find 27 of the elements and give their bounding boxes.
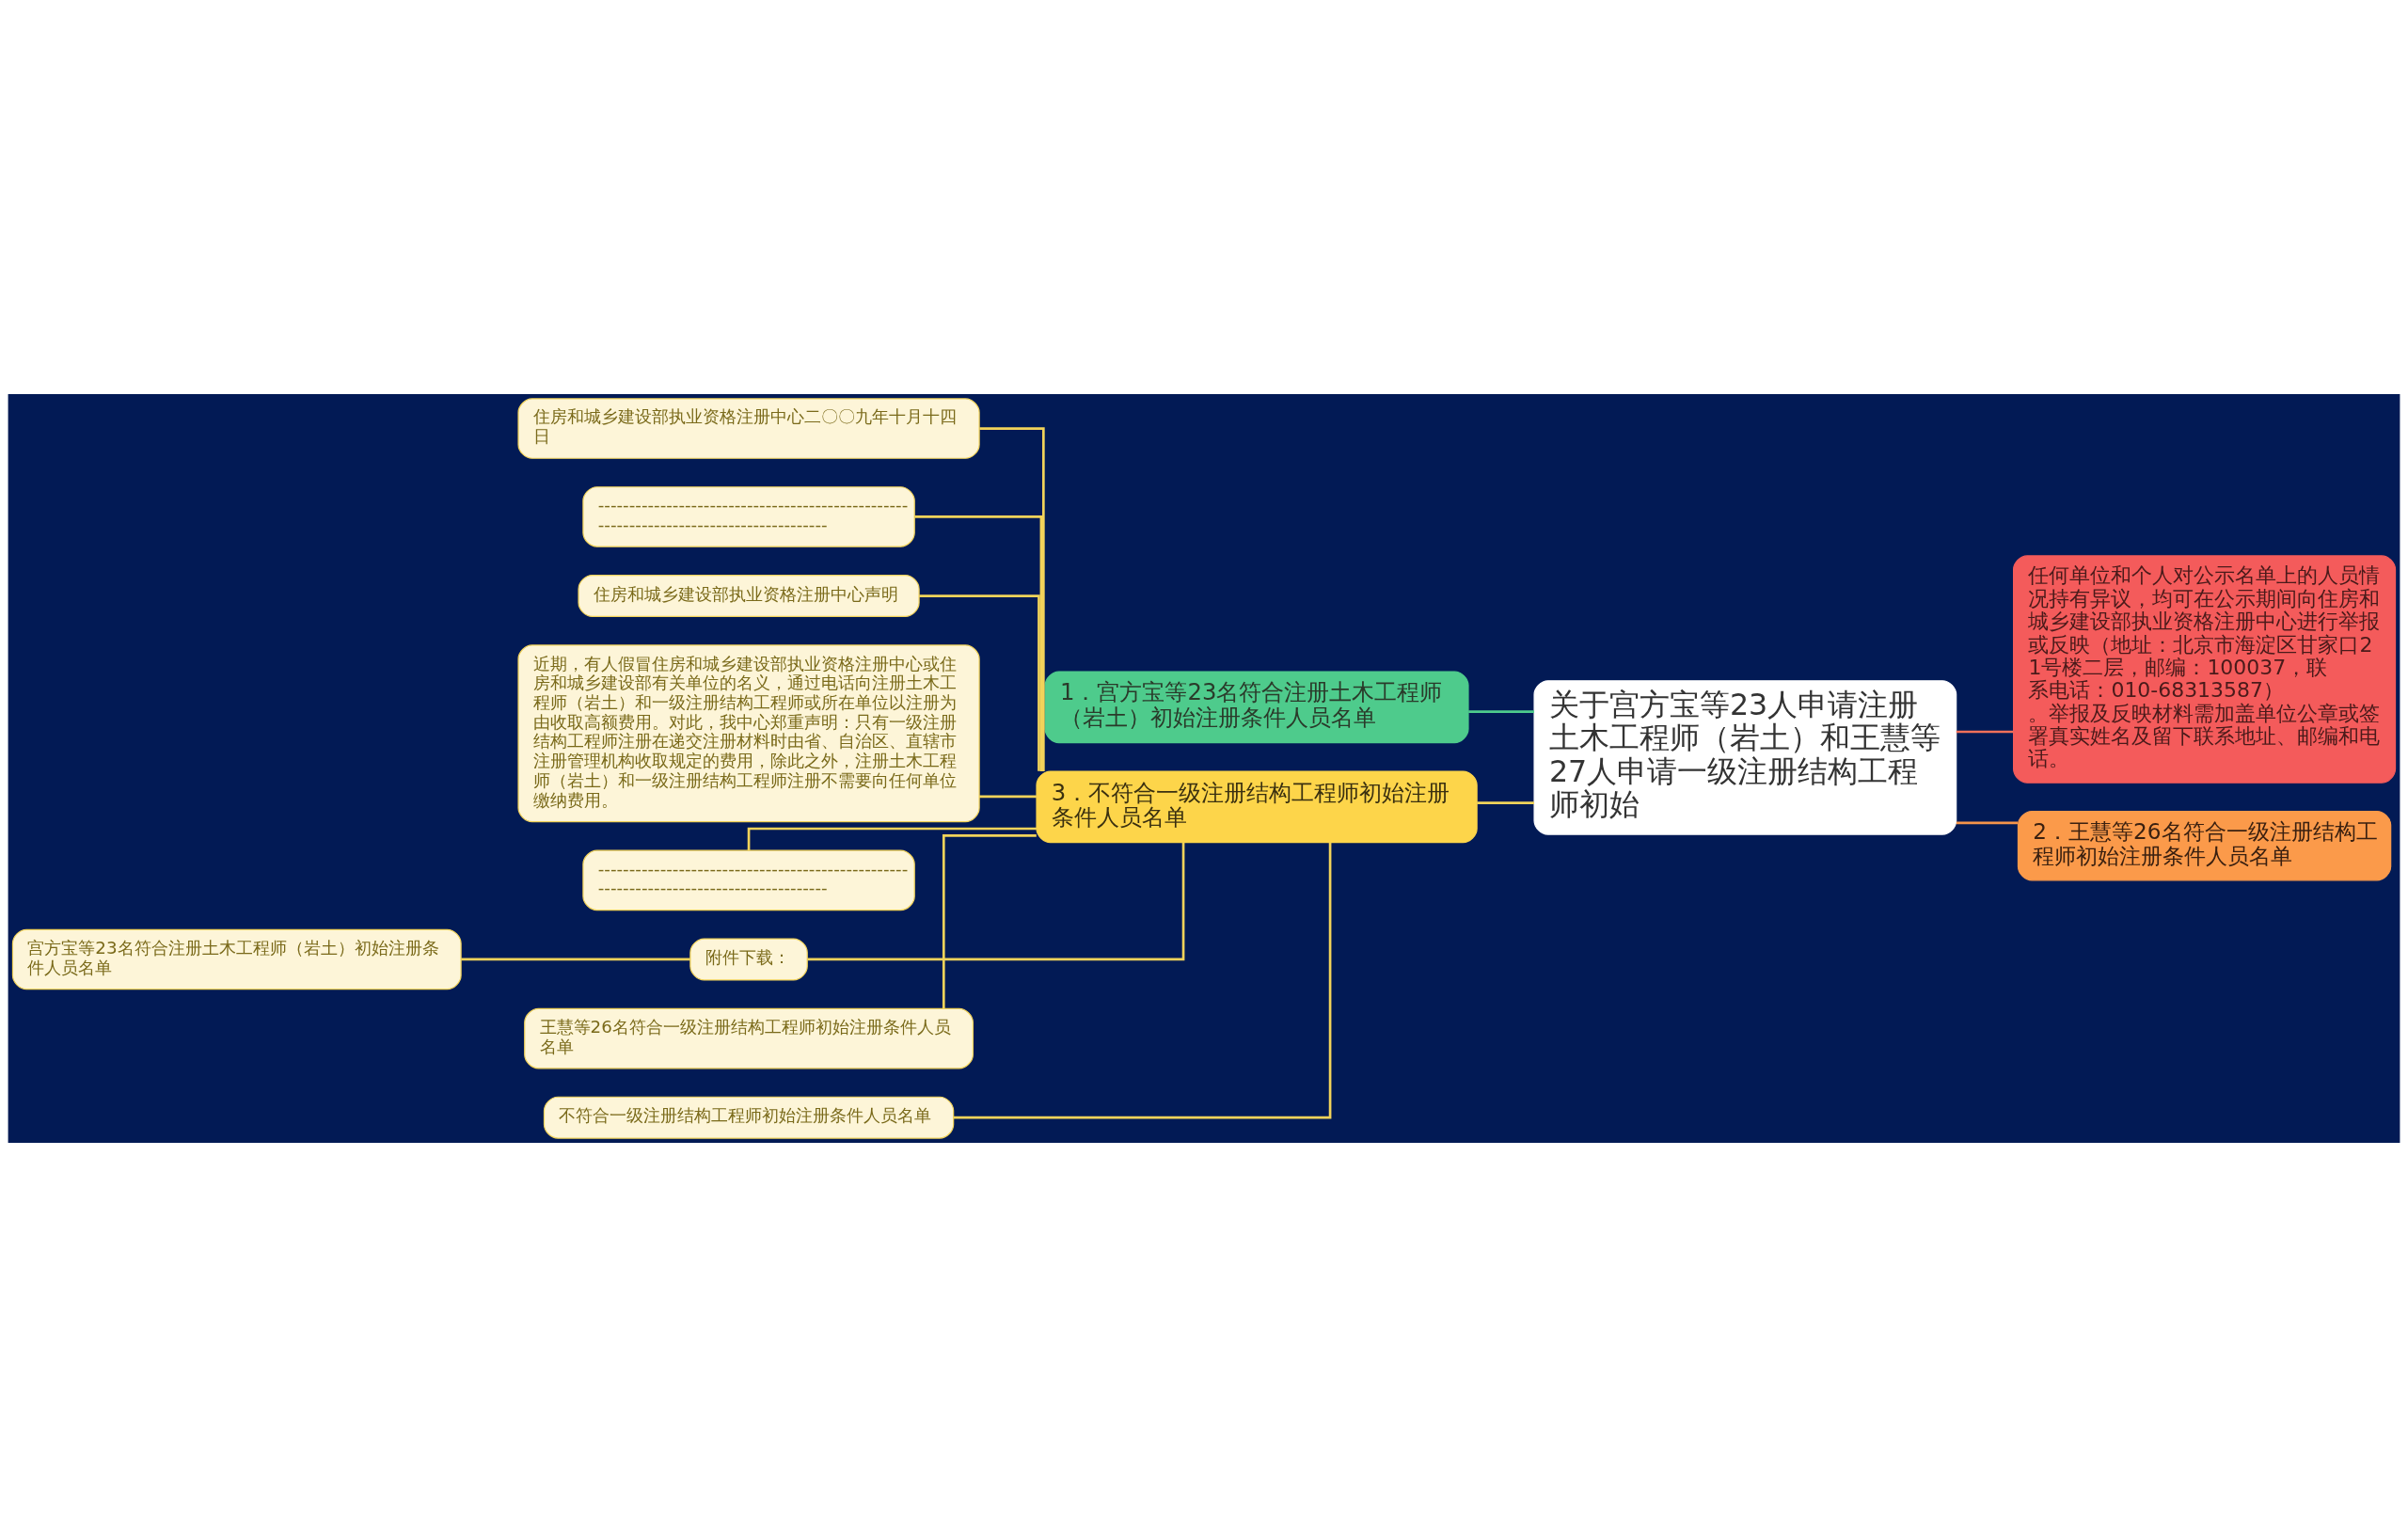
connector	[1477, 800, 1534, 804]
node-box: 2．王慧等26名符合一级注册结构工程师初始注册条件人员名单	[2017, 810, 2392, 880]
connector	[1956, 821, 2019, 824]
connector	[953, 842, 1332, 1118]
node-box: 近期，有人假冒住房和城乡建设部执业资格注册中心或住房和城乡建设部有关单位的名义，通过电话向注册土木工程师（岩土）和一级注册结构工程师或所在单位以注册为由收取高额费用。对此，我中心郑重声明：只有一级注册结构工程师注册在递交注册材料时由省、自治区、直辖市注册管理机构收取规定的费用，除此之外，注册土木工程师（岩土）和一级注册结构工程师注册不需要向任何单位缴纳费用。	[517, 643, 980, 822]
node-box: 1．宫方宝等23名符合注册土木工程师（岩土）初始注册条件人员名单	[1044, 670, 1469, 743]
connector	[747, 827, 1037, 850]
node-box: 任何单位和个人对公示名单上的人员情况持有异议，均可在公示期间向住房和城乡建设部执业资格注册中心进行举报或反映（地址：北京市海淀区甘家口21号楼二层，邮编：100037，联系电话：010-68313587）。举报及反映材料需加盖单位公章或签署真实姓名及留下联系地址、邮编和电话。	[2013, 554, 2397, 784]
node-box: 宫方宝等23名符合注册土木工程师（岩土）初始注册条件人员名单	[11, 928, 462, 990]
connector	[914, 515, 1043, 771]
node-box: ---------------------------------------------------------------------------------------	[582, 485, 915, 547]
connector	[942, 833, 1037, 1008]
connector	[979, 795, 1037, 798]
node-box: ---------------------------------------------------------------------------------------	[582, 849, 915, 911]
connector	[1468, 709, 1534, 713]
connector	[979, 426, 1045, 771]
node-box: 住房和城乡建设部执业资格注册中心二〇〇九年十月十四日	[517, 397, 980, 459]
node-box: 附件下载：	[689, 937, 808, 980]
connector	[807, 842, 1185, 960]
node-box: 3．不符合一级注册结构工程师初始注册条件人员名单	[1036, 769, 1478, 843]
node-box: 住房和城乡建设部执业资格注册中心声明	[578, 574, 920, 617]
node-box: 关于宫方宝等23人申请注册土木工程师（岩土）和王慧等27人申请一级注册结构工程师初始	[1533, 679, 1957, 835]
node-box: 王慧等26名符合一级注册结构工程师初始注册条件人员名单	[524, 1007, 974, 1069]
connector	[1956, 730, 2014, 733]
connector	[461, 958, 690, 960]
connector	[919, 594, 1040, 771]
node-box: 不符合一级注册结构工程师初始注册条件人员名单	[543, 1096, 955, 1139]
